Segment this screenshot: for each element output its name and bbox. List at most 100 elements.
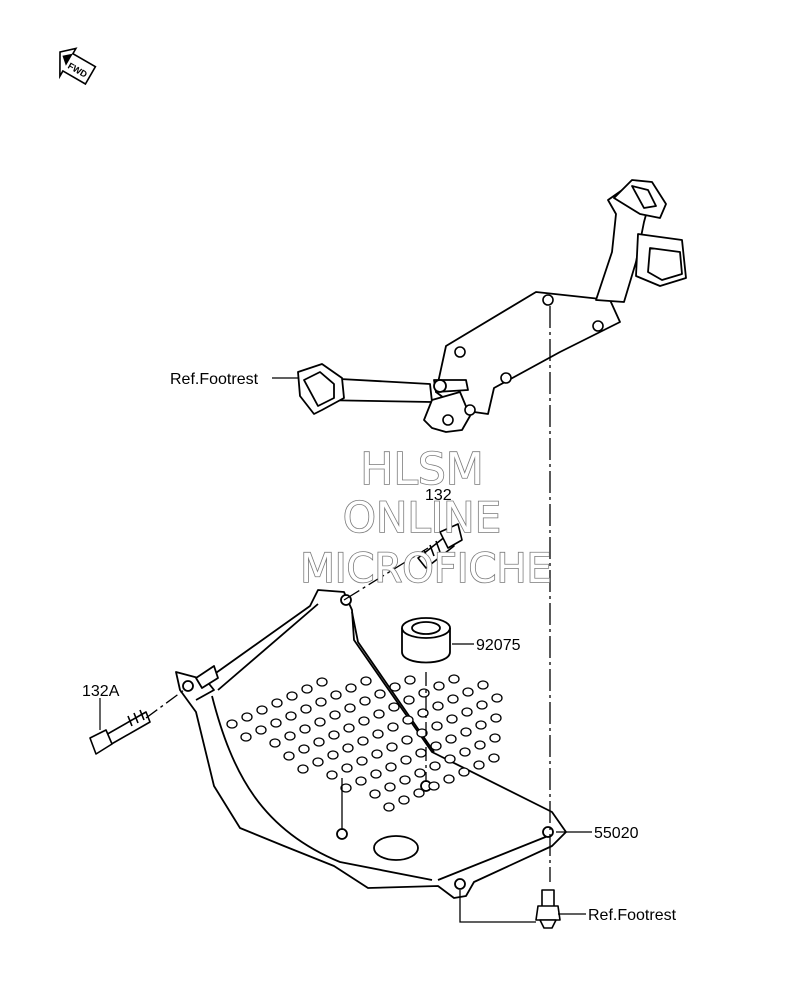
perforation-hole — [490, 713, 502, 723]
perforation-hole — [458, 767, 470, 777]
perforation-hole — [459, 747, 471, 757]
perforation-hole — [255, 725, 267, 735]
perforation-hole — [340, 783, 352, 793]
perforation-hole — [298, 744, 310, 754]
perforation-hole — [330, 690, 342, 700]
perforation-hole — [404, 675, 416, 685]
perforation-hole — [327, 750, 339, 760]
perforation-hole — [271, 698, 283, 708]
perforation-hole — [314, 717, 326, 727]
perforation-hole — [446, 714, 458, 724]
skid-plate-55020 — [175, 589, 567, 899]
perforation-hole — [342, 743, 354, 753]
perforation-hole — [477, 680, 489, 690]
perforation-hole — [474, 740, 486, 750]
perforation-hole — [372, 729, 384, 739]
perforation-hole — [344, 703, 356, 713]
perforation-hole — [461, 707, 473, 717]
label-132: 132 — [425, 487, 452, 504]
perforation-hole — [428, 781, 440, 791]
label-132a: 132A — [82, 683, 120, 700]
perforation-hole — [416, 728, 428, 738]
perforation-hole — [269, 738, 281, 748]
perforation-hole — [431, 721, 443, 731]
label-92075: 92075 — [476, 637, 521, 654]
perforation-hole — [401, 735, 413, 745]
perforation-hole — [226, 719, 238, 729]
perforation-hole — [445, 734, 457, 744]
perforation-hole — [326, 770, 338, 780]
perforation-hole — [448, 674, 460, 684]
perforation-hole — [373, 709, 385, 719]
perforation-hole — [413, 788, 425, 798]
perforation-hole — [443, 774, 455, 784]
perforation-hole — [414, 768, 426, 778]
perforation-hole — [402, 715, 414, 725]
perforation-hole — [491, 693, 503, 703]
perforation-hole — [447, 694, 459, 704]
footrest-frame-bracket — [297, 179, 687, 433]
perforation-hole — [357, 736, 369, 746]
label-ref-footrest-upper: Ref.Footrest — [170, 371, 259, 388]
bolt-lower — [535, 889, 561, 929]
perforation-hole — [374, 689, 386, 699]
label-55020: 55020 — [594, 825, 639, 842]
perforation-hole — [359, 696, 371, 706]
alignment-lines — [145, 306, 551, 923]
perforation-hole — [418, 688, 430, 698]
perforation-hole — [430, 741, 442, 751]
perforation-hole — [355, 776, 367, 786]
perforation-hole — [284, 731, 296, 741]
label-ref-footrest-lower: Ref.Footrest — [588, 907, 677, 924]
perforation-hole — [415, 748, 427, 758]
perforation-hole — [433, 681, 445, 691]
perforation-hole — [387, 722, 399, 732]
perforation-hole — [297, 764, 309, 774]
perforation-hole — [398, 795, 410, 805]
perforation-hole — [329, 710, 341, 720]
perforation-hole — [299, 724, 311, 734]
perforation-hole — [316, 677, 328, 687]
damper-92075 — [401, 617, 451, 664]
perforation-hole — [403, 695, 415, 705]
perforation-hole — [429, 761, 441, 771]
watermark-line-1: HLSM — [360, 444, 484, 495]
perforation-hole — [399, 775, 411, 785]
perforation-hole — [360, 676, 372, 686]
perforation-hole — [383, 802, 395, 812]
perforation-hole — [286, 691, 298, 701]
perforation-hole — [460, 727, 472, 737]
perforation-hole — [313, 737, 325, 747]
perforation-hole — [488, 753, 500, 763]
perforation-hole — [345, 683, 357, 693]
perforation-hole — [400, 755, 412, 765]
perforation-hole — [301, 684, 313, 694]
perforation-hole — [371, 749, 383, 759]
perforation-hole — [386, 742, 398, 752]
perforation-hole — [473, 760, 485, 770]
perforation-hole — [462, 687, 474, 697]
frame-mounting-holes — [442, 294, 604, 426]
perforation-hole — [369, 789, 381, 799]
perforation-hole — [358, 716, 370, 726]
perforation-hole — [475, 720, 487, 730]
perforation-hole — [343, 723, 355, 733]
perforation-hole — [432, 701, 444, 711]
perforation-hole — [270, 718, 282, 728]
perforation-hole — [285, 711, 297, 721]
perforation-hole — [370, 769, 382, 779]
perforation-hole — [312, 757, 324, 767]
perforation-hole — [476, 700, 488, 710]
perforation-hole — [444, 754, 456, 764]
perforation-hole — [283, 751, 295, 761]
perforation-hole — [328, 730, 340, 740]
watermark-line-2: ONLINE — [343, 493, 501, 542]
perforation-hole — [315, 697, 327, 707]
perforation-hole — [388, 702, 400, 712]
callout-leaders — [99, 377, 592, 915]
perforation-hole — [389, 682, 401, 692]
perforation-hole — [356, 756, 368, 766]
perforation-hole — [240, 732, 252, 742]
bolt-132 — [417, 523, 463, 569]
